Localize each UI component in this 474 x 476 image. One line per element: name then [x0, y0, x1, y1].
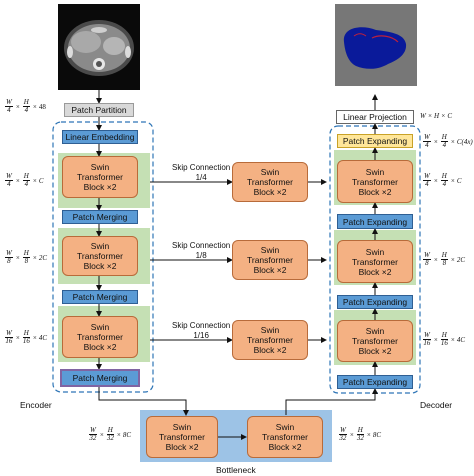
swin-label-line1: Swin [90, 162, 110, 172]
swin-label-line3: Block ×2 [253, 265, 287, 275]
skip-label-text: Skip Connection [172, 163, 231, 172]
skip-swin-block-3: Swin Transformer Block ×2 [232, 320, 308, 360]
skip-swin-block-1: Swin Transformer Block ×2 [232, 162, 308, 202]
linear-embedding-label: Linear Embedding [65, 132, 135, 142]
final-patch-expanding-box: Patch Expanding [337, 134, 413, 148]
patch-expanding-box-3: Patch Expanding [337, 375, 413, 389]
skip-ratio: 1/4 [195, 173, 207, 182]
swin-label-line3: Block ×2 [253, 187, 287, 197]
skip-connection-label-3: Skip Connection 1/16 [172, 321, 230, 341]
swin-label-line1: Swin [260, 167, 280, 177]
patch-expanding-label: Patch Expanding [342, 136, 408, 146]
swin-label-line3: Block ×2 [165, 442, 199, 452]
decoder-label: Decoder [420, 400, 453, 410]
swin-label-line2: Transformer [247, 335, 293, 345]
swin-label-line1: Swin [172, 422, 192, 432]
skip-swin-block-2: Swin Transformer Block ×2 [232, 240, 308, 280]
swin-label-line3: Block ×2 [358, 266, 392, 277]
bottleneck-swin-block-2: Swin Transformer Block ×2 [247, 416, 323, 458]
swin-label-line2: Transformer [262, 432, 308, 442]
encoder-label: Encoder [20, 400, 52, 410]
swin-label-line1: Swin [90, 322, 110, 332]
encoder-swin-block-1: Swin Transformer Block ×2 [62, 156, 138, 198]
swin-label-line3: Block ×2 [358, 346, 392, 356]
decoder-swin-block-3: Swin Transformer Block ×2 [337, 320, 413, 362]
skip-label-text: Skip Connection [172, 321, 231, 330]
swin-label-line3: Block ×2 [83, 182, 117, 192]
swin-label-line2: Transformer [352, 176, 398, 187]
output-segmentation-image [335, 4, 417, 86]
swin-label-line1: Swin [275, 422, 295, 432]
swin-label-line1: Swin [90, 241, 110, 251]
swin-label-line1: Swin [365, 326, 385, 336]
swin-label-line2: Transformer [247, 177, 293, 187]
patch-partition-box: Patch Partition [64, 103, 134, 117]
swin-label-line2: Transformer [352, 336, 398, 346]
patch-merging-box-2: Patch Merging [62, 290, 138, 304]
patch-expanding-box-1: Patch Expanding [337, 214, 413, 229]
decoder-swin-block-2: Swin Transformer Block ×2 [337, 240, 413, 283]
linear-projection-box: Linear Projection [336, 110, 414, 124]
encoder-container [52, 121, 154, 393]
patch-expanding-label: Patch Expanding [342, 377, 408, 387]
decoder-swin-block-1: Swin Transformer Block ×2 [337, 160, 413, 203]
swin-label-line1: Swin [260, 325, 280, 335]
swin-label-line2: Transformer [247, 255, 293, 265]
bottleneck-swin-block-1: Swin Transformer Block ×2 [146, 416, 218, 458]
patch-expanding-box-2: Patch Expanding [337, 295, 413, 309]
patch-merging-label: Patch Merging [72, 292, 128, 302]
dim-output: W × H × C [420, 112, 453, 120]
patch-merging-box-1: Patch Merging [62, 210, 138, 224]
patch-partition-label: Patch Partition [71, 105, 127, 115]
patch-merging-label: Patch Merging [72, 373, 128, 383]
patch-expanding-label: Patch Expanding [342, 216, 408, 227]
swin-label-line2: Transformer [352, 256, 398, 267]
patch-merging-label: Patch Merging [72, 212, 128, 222]
swin-label-line1: Swin [260, 245, 280, 255]
input-ct-image [58, 4, 140, 90]
skip-ratio: 1/8 [195, 251, 207, 260]
swin-label-line1: Swin [365, 246, 385, 257]
linear-projection-label: Linear Projection [343, 112, 407, 122]
skip-connection-label-1: Skip Connection 1/4 [172, 163, 230, 183]
swin-label-line3: Block ×2 [268, 442, 302, 452]
linear-embedding-box: Linear Embedding [62, 130, 138, 144]
bottleneck-label: Bottleneck [216, 465, 256, 475]
swin-label-line3: Block ×2 [253, 345, 287, 355]
encoder-swin-block-2: Swin Transformer Block ×2 [62, 236, 138, 276]
swin-label-line3: Block ×2 [83, 342, 117, 352]
patch-expanding-label: Patch Expanding [342, 297, 408, 307]
swin-label-line3: Block ×2 [83, 261, 117, 271]
swin-label-line2: Transformer [159, 432, 205, 442]
skip-connection-label-2: Skip Connection 1/8 [172, 241, 230, 261]
swin-label-line2: Transformer [77, 172, 123, 182]
skip-label-text: Skip Connection [172, 241, 231, 250]
swin-label-line2: Transformer [77, 332, 123, 342]
swin-label-line2: Transformer [77, 251, 123, 261]
patch-merging-box-3: Patch Merging [60, 369, 140, 387]
encoder-swin-block-3: Swin Transformer Block ×2 [62, 316, 138, 358]
skip-ratio: 1/16 [193, 331, 209, 340]
swin-label-line1: Swin [365, 166, 385, 177]
swin-label-line3: Block ×2 [358, 186, 392, 197]
